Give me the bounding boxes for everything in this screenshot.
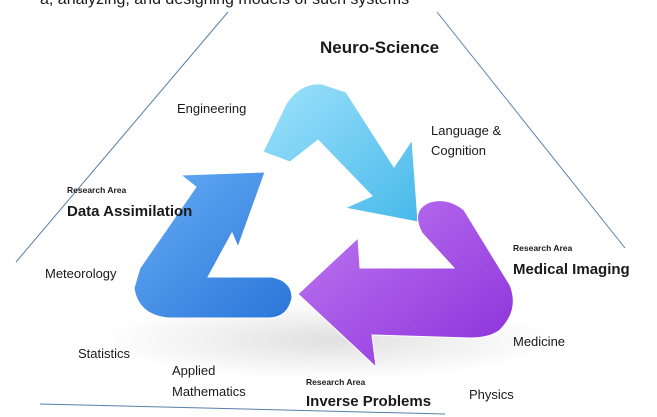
header-neuro-science: Neuro-Science: [320, 38, 440, 57]
research-area-label-left: Research Area: [67, 185, 127, 195]
discipline-applied-line2: Mathematics: [172, 384, 246, 399]
discipline-meteorology: Meteorology: [45, 266, 117, 281]
top-caption-text: a, analyzing, and designing models of su…: [40, 0, 409, 9]
triangle-left-edge: [15, 11, 229, 263]
area-data-assimilation: Data Assimilation: [67, 203, 193, 220]
research-area-label-bottom: Research Area: [306, 377, 366, 387]
discipline-language-line2: Cognition: [431, 143, 486, 158]
discipline-statistics: Statistics: [78, 346, 131, 361]
discipline-physics: Physics: [469, 387, 514, 402]
discipline-engineering: Engineering: [177, 101, 247, 116]
discipline-applied-line1: Applied: [172, 363, 216, 378]
triangle-bottom-edge: [39, 403, 446, 415]
arrow-top-cyan: [262, 83, 419, 223]
area-inverse-problems: Inverse Problems: [306, 393, 432, 410]
discipline-language-line1: Language &: [431, 123, 502, 138]
discipline-medicine: Medicine: [513, 334, 566, 349]
arrow-right-purple: [297, 200, 514, 369]
research-area-label-right: Research Area: [513, 243, 573, 253]
triangle-right-edge: [436, 11, 626, 249]
arrow-left-blue: [133, 171, 293, 319]
area-medical-imaging: Medical Imaging: [513, 261, 630, 278]
